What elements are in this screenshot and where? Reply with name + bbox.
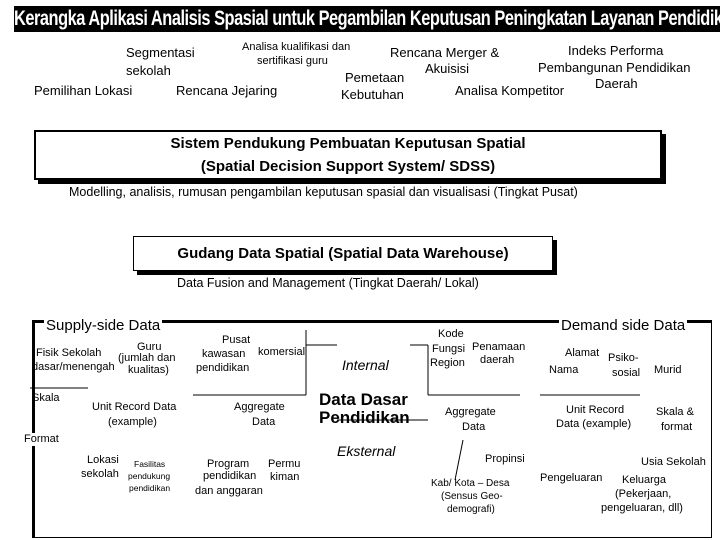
demand-nama: Nama (549, 364, 579, 376)
demand-keluarga-line3: pengeluaran, dll) (601, 502, 683, 514)
supply-program-line3: pendidikan (203, 470, 257, 482)
demand-kab-line3: demografi) (447, 504, 495, 515)
app-analisa-kualifikasi-line1: Analisa kualifikasi dan (242, 41, 351, 53)
app-rencana-merger-line1: Rencana Merger & (390, 45, 500, 60)
sdss-description: Modelling, analisis, rumusan pengambilan… (69, 185, 578, 199)
app-pemetaan-line2: Kebutuhan (341, 87, 404, 102)
demand-keluarga-line1: Keluarga (622, 474, 667, 486)
demand-alamat: Alamat (565, 347, 600, 359)
app-pemetaan-line1: Pemetaan (345, 70, 405, 85)
center-data-dasar-line1: Data Dasar (319, 390, 408, 409)
supply-guru-line1: Guru (137, 341, 162, 353)
supply-unit-record-line1: Unit Record Data (92, 401, 177, 413)
data-sources-frame (32, 320, 712, 538)
center-data-dasar-line2: Pendidikan (319, 408, 410, 427)
center-eksternal: Eksternal (337, 443, 396, 459)
supply-program-line5: dan anggaran (195, 485, 263, 497)
demand-psiko-line2: sosial (612, 367, 641, 379)
supply-aggregate-line1: Aggregate (234, 401, 285, 413)
demand-kode-line1: Kode (438, 328, 464, 340)
demand-propinsi: Propinsi (485, 453, 525, 465)
demand-kode-line3: Region (430, 357, 465, 369)
demand-penamaan-line2: daerah (480, 354, 515, 366)
supply-fasilitas-line2: pendukung (128, 471, 171, 481)
supply-format: Format (24, 433, 59, 446)
app-segmentasi-line1: Segmentasi (126, 45, 195, 60)
app-rencana-jejaring: Rencana Jejaring (176, 83, 278, 98)
demand-propinsi-line (454, 439, 464, 481)
demand-murid: Murid (654, 364, 682, 376)
demand-skala-line1: Skala & (656, 406, 694, 418)
demand-penamaan-line1: Penamaan (472, 341, 526, 353)
supply-pusat-line2: kawasan (202, 348, 246, 360)
app-pemilihan-lokasi: Pemilihan Lokasi (34, 83, 133, 98)
supply-komersial: komersial (258, 346, 306, 358)
app-rencana-merger-line2: Akuisisi (425, 61, 470, 76)
supply-fisik-line1: Fisik Sekolah (36, 347, 102, 359)
supply-fasilitas-line1: Fasilitas (134, 459, 166, 469)
demand-aggregate-line1: Aggregate (445, 406, 496, 418)
demand-skala-line2: format (661, 421, 693, 433)
demand-unit-record-line1: Unit Record (566, 404, 625, 416)
supply-side-header: Supply-side Data (44, 317, 163, 335)
center-internal: Internal (342, 357, 389, 373)
sdss-title-line1: Sistem Pendukung Pembuatan Keputusan Spa… (170, 135, 526, 152)
supply-aggregate-line2: Data (252, 416, 276, 428)
supply-program-line2: Permu (268, 458, 301, 470)
demand-pengeluaran: Pengeluaran (540, 472, 603, 484)
warehouse-description: Data Fusion and Management (Tingkat Daer… (177, 276, 479, 290)
supply-lokasi-line1: Lokasi (87, 454, 119, 466)
demand-kode-line2: Fungsi (432, 343, 466, 355)
demand-side-header: Demand side Data (559, 317, 688, 335)
supply-lokasi-line2: sekolah (81, 468, 119, 480)
supply-fasilitas-line3: pendidikan (129, 483, 171, 493)
page-title: Kerangka Aplikasi Analisis Spasial untuk… (14, 6, 720, 33)
app-indeks-line2: Pembangunan Pendidikan (538, 60, 691, 75)
app-analisa-kualifikasi-line2: sertifikasi guru (257, 55, 328, 67)
supply-guru-line2: (jumlah dan (118, 352, 176, 364)
supply-pusat-line1: Pusat (222, 334, 251, 346)
demand-kab-line2: (Sensus Geo- (441, 491, 503, 502)
sdss-title-line2: (Spatial Decision Support System/ SDSS) (200, 158, 496, 175)
app-analisa-kompetitor: Analisa Kompetitor (455, 83, 565, 98)
supply-unit-record-line2: (example) (108, 416, 157, 428)
supply-pusat-line3: pendidikan (196, 362, 250, 374)
demand-kab-line1: Kab/ Kota – Desa (431, 478, 510, 489)
supply-program-line1: Program (207, 458, 250, 470)
sdss-box: Sistem Pendukung Pembuatan Keputusan Spa… (34, 130, 662, 180)
app-indeks-line1: Indeks Performa (568, 43, 664, 58)
app-indeks-line3: Daerah (595, 76, 638, 91)
supply-guru-line3: kualitas) (128, 364, 169, 376)
demand-aggregate-line2: Data (462, 421, 486, 433)
app-segmentasi-line2: sekolah (126, 63, 171, 78)
demand-keluarga-line2: (Pekerjaan, (615, 488, 672, 500)
warehouse-box: Gudang Data Spatial (Spatial Data Wareho… (133, 236, 553, 271)
supply-skala: Skala (32, 392, 60, 404)
demand-psiko-line1: Psiko- (608, 352, 639, 364)
supply-fisik-line2: dasar/menengah (32, 361, 115, 373)
demand-unit-record-line2: Data (example) (556, 418, 632, 430)
supply-program-line4: kiman (270, 471, 300, 483)
demand-usia-sekolah: Usia Sekolah (641, 456, 706, 468)
